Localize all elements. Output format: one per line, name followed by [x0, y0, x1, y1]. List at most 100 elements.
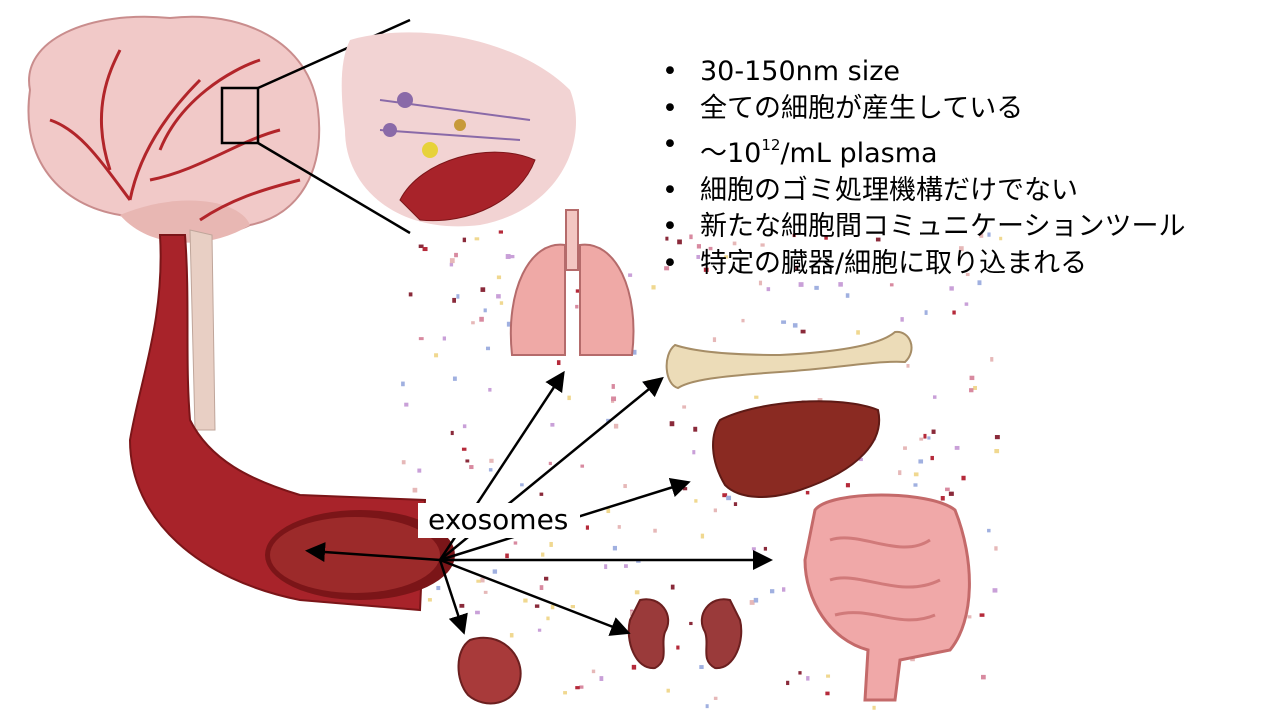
blood-vessel-illustration: [128, 234, 455, 612]
exosome-particle: [919, 437, 924, 441]
liver-illustration: [712, 400, 881, 498]
exosome-particle: [580, 464, 585, 468]
exosome-particle: [417, 468, 422, 473]
exosome-particle: [814, 285, 819, 290]
feature-list: 30-150nm size 全ての細胞が産生している ～1012/mL plas…: [660, 54, 1185, 282]
exosome-particle: [923, 433, 927, 439]
exosome-particle: [952, 310, 956, 315]
arrow-to-spleen: [438, 559, 468, 635]
exosome-particle: [898, 470, 902, 476]
exosome-particle: [498, 230, 503, 234]
bullet-not-garbage: 細胞のゴミ処理機構だけでない: [660, 173, 1185, 210]
concentration-suffix: /mL plasma: [780, 138, 938, 169]
exosome-particle: [838, 282, 843, 287]
exosome-particle: [669, 421, 675, 427]
exosome-particle: [845, 483, 850, 488]
exosome-particle: [483, 590, 488, 594]
bullet-size: 30-150nm size: [660, 54, 1185, 91]
exosome-particle: [949, 286, 954, 291]
exosome-particle: [465, 459, 470, 463]
exosome-particle: [977, 280, 982, 286]
exosome-particle: [651, 285, 656, 290]
exosome-particle: [462, 237, 467, 243]
exosome-particle: [550, 422, 555, 427]
exosome-particle: [570, 605, 575, 609]
bullet-uptake: 特定の臓器/細胞に取り込まれる: [660, 246, 1185, 283]
exosome-particle: [579, 685, 584, 689]
exosome-particle: [436, 585, 441, 591]
exosome-particle: [682, 405, 687, 409]
exosome-particle: [753, 597, 759, 603]
exosome-particle: [505, 254, 511, 259]
exosome-particle: [496, 294, 501, 299]
exosome-particle: [611, 396, 617, 402]
exosome-particle: [631, 664, 637, 670]
exosome-particle: [994, 546, 998, 551]
exosome-particle: [906, 364, 910, 368]
exosome-particle: [505, 553, 509, 559]
exosome-particle: [523, 598, 528, 603]
exosome-particle: [624, 564, 628, 568]
arrow-to-kidneys: [439, 558, 631, 636]
exosome-particle: [520, 483, 524, 487]
exosome-particle: [475, 610, 480, 615]
exosome-particle: [575, 304, 579, 309]
exosome-particle: [969, 375, 975, 381]
exosome-particle: [798, 671, 802, 675]
exosome-particle: [786, 680, 790, 686]
exosome-particle: [539, 492, 544, 496]
exosome-particle: [450, 430, 454, 436]
concentration-exponent: 12: [761, 136, 781, 154]
exosome-particle: [509, 633, 514, 638]
bullet-all-cells: 全ての細胞が産生している: [660, 91, 1185, 128]
exosome-particle: [825, 691, 830, 696]
exosome-particle: [856, 330, 860, 335]
exosome-particle: [800, 329, 806, 334]
exosome-particle: [456, 294, 460, 299]
exosome-particle: [805, 490, 810, 495]
exosome-particle: [630, 611, 634, 616]
exosome-particle: [992, 588, 998, 593]
exosome-particle: [948, 491, 954, 496]
bullet-communication: 新たな細胞間コミュニケーションツール: [660, 209, 1185, 246]
exosome-particle: [462, 424, 467, 429]
exosome-particle: [692, 450, 696, 455]
spleen-illustration: [457, 636, 522, 705]
exosome-particle: [676, 645, 680, 650]
exosome-particle: [492, 569, 498, 574]
exosome-particle: [550, 605, 555, 610]
exosome-particle: [967, 615, 972, 619]
exosome-particle: [613, 423, 619, 429]
brain-illustration: [27, 15, 321, 431]
exosome-particle: [954, 445, 960, 450]
exosome-particle: [973, 385, 977, 390]
exosome-particle: [434, 353, 439, 358]
exosome-particle: [541, 552, 545, 557]
exosome-particle: [792, 323, 798, 328]
exosome-particle: [483, 308, 487, 313]
exosome-particle: [546, 616, 550, 621]
exosome-particle: [506, 321, 511, 327]
exosome-particle: [693, 426, 698, 432]
exosome-particle: [617, 525, 621, 529]
exosome-particle: [722, 493, 728, 498]
exosome-particle: [726, 495, 732, 501]
exosome-particle: [872, 705, 876, 710]
exosome-particle: [749, 600, 755, 605]
exosome-particle: [763, 546, 768, 551]
exosome-particle: [427, 598, 432, 602]
exosome-particle: [990, 357, 994, 362]
exosome-particle: [623, 484, 627, 489]
exosome-particle: [509, 254, 515, 259]
exosome-particle: [918, 459, 924, 464]
exosome-particle: [766, 287, 771, 292]
lungs-illustration: [509, 209, 635, 356]
exosome-particle: [408, 292, 413, 297]
exosome-particle: [556, 360, 561, 366]
exosome-particle: [670, 584, 675, 590]
exosome-particle: [544, 576, 549, 581]
exosome-particle: [459, 603, 465, 608]
exosome-particle: [713, 696, 718, 700]
exosome-particle: [981, 674, 986, 680]
